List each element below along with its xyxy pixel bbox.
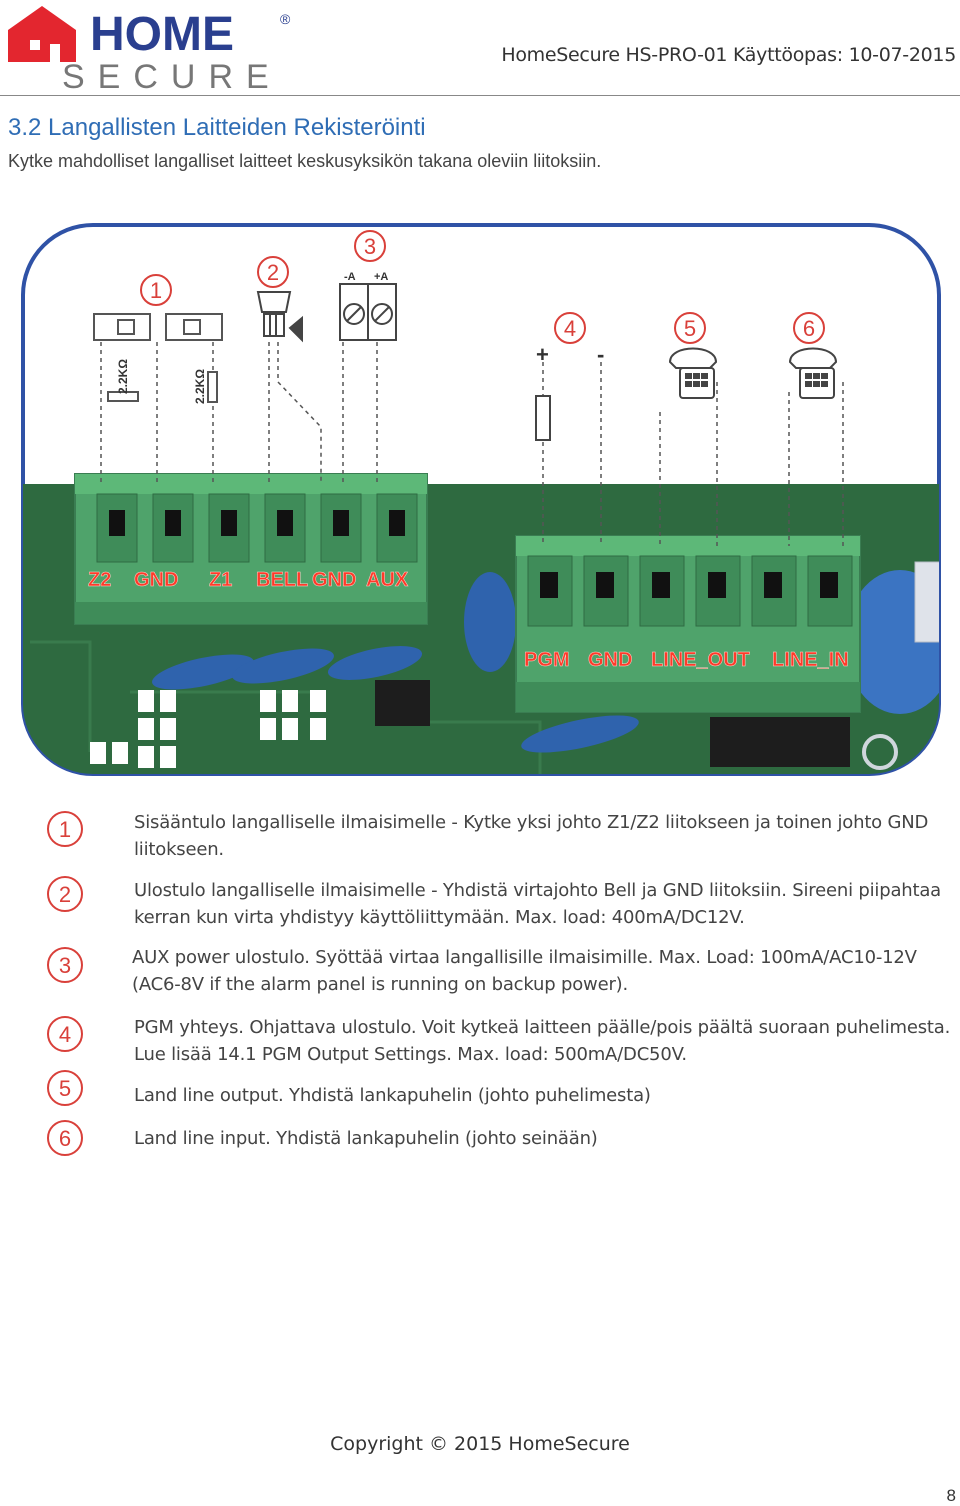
homesecure-logo: HOME ® SECURE <box>8 6 291 92</box>
terminal-block-right <box>515 535 861 713</box>
callout-6-icon: 6 <box>47 1120 83 1156</box>
callout-1-icon: 1 <box>47 811 83 847</box>
legend-num-1: 1 <box>59 817 71 842</box>
label-gnd-3: GND <box>588 649 632 671</box>
document-title: HomeSecure HS-PRO-01 Käyttöopas: 10-07-2… <box>501 44 956 66</box>
callout-3-icon: 3 <box>47 947 83 983</box>
label-aux: AUX <box>366 569 409 591</box>
page-number: 8 <box>946 1486 956 1505</box>
legend-num-2: 2 <box>59 882 71 907</box>
resistor-label-1: 2.2KΩ <box>116 359 130 394</box>
callout-5-icon: 5 <box>47 1070 83 1106</box>
logo-registered: ® <box>280 11 291 27</box>
legend-text-5: Land line output. Yhdistä lankapuhelin (… <box>134 1085 651 1106</box>
pgm-minus-label: - <box>597 342 604 367</box>
diagram-callout-6: 6 <box>803 316 815 341</box>
label-gnd-2: GND <box>312 569 356 591</box>
pgm-plus-label: + <box>536 342 549 367</box>
copyright-footer: Copyright © 2015 HomeSecure <box>330 1433 630 1455</box>
aux-plus-label: +A <box>374 271 388 283</box>
detector-contact-z2 <box>93 313 151 341</box>
chip <box>375 680 430 726</box>
telephone-icon-out <box>668 347 718 399</box>
logo-secure-text: SECURE <box>62 58 282 92</box>
pgm-load <box>535 395 551 441</box>
diagram-callout-5: 5 <box>684 316 696 341</box>
siren-icon <box>256 291 303 343</box>
header-divider <box>0 95 960 96</box>
wiring-diagram: Z2 GND Z1 BELL GND AUX PGM GN <box>21 223 941 776</box>
terminal-block-left <box>74 473 428 625</box>
aux-terminal-icon <box>339 283 397 341</box>
legend-num-5: 5 <box>59 1076 71 1101</box>
diagram-callout-2: 2 <box>267 260 279 285</box>
legend-num-6: 6 <box>59 1126 71 1151</box>
callout-4-icon: 4 <box>47 1016 83 1052</box>
telephone-icon-in <box>788 347 838 399</box>
section-title: 3.2 Langallisten Laitteiden Rekisteröint… <box>8 114 426 141</box>
logo-house-icon <box>8 6 76 62</box>
label-line-out: LINE_OUT <box>651 649 750 671</box>
label-z2: Z2 <box>88 569 111 591</box>
legend-text-6: Land line input. Yhdistä lankapuhelin (j… <box>134 1128 598 1149</box>
callout-2-icon: 2 <box>47 876 83 912</box>
diagram-callout-3: 3 <box>364 234 376 259</box>
diagram-callout-1: 1 <box>150 278 162 303</box>
detector-contact-z1 <box>165 313 223 341</box>
legend-text-3: AUX power ulostulo. Syöttää virtaa langa… <box>132 947 917 995</box>
logo-home-text: HOME <box>90 8 234 61</box>
label-pgm: PGM <box>524 649 570 671</box>
legend-text-2: Ulostulo langalliselle ilmaisimelle - Yh… <box>134 880 942 928</box>
label-gnd-1: GND <box>134 569 178 591</box>
legend-text-1: Sisääntulo langalliselle ilmaisimelle - … <box>134 812 929 860</box>
legend-num-3: 3 <box>59 953 71 978</box>
section-intro: Kytke mahdolliset langalliset laitteet k… <box>8 151 602 171</box>
resistor-label-2: 2.2KΩ <box>193 369 207 404</box>
diagram-callout-4: 4 <box>564 316 576 341</box>
label-z1: Z1 <box>209 569 232 591</box>
legend-text-4: PGM yhteys. Ohjattava ulostulo. Voit kyt… <box>134 1017 951 1065</box>
label-bell: BELL <box>256 569 308 591</box>
legend-num-4: 4 <box>59 1022 71 1047</box>
label-line-in: LINE_IN <box>772 649 849 671</box>
aux-minus-label: -A <box>344 271 356 283</box>
